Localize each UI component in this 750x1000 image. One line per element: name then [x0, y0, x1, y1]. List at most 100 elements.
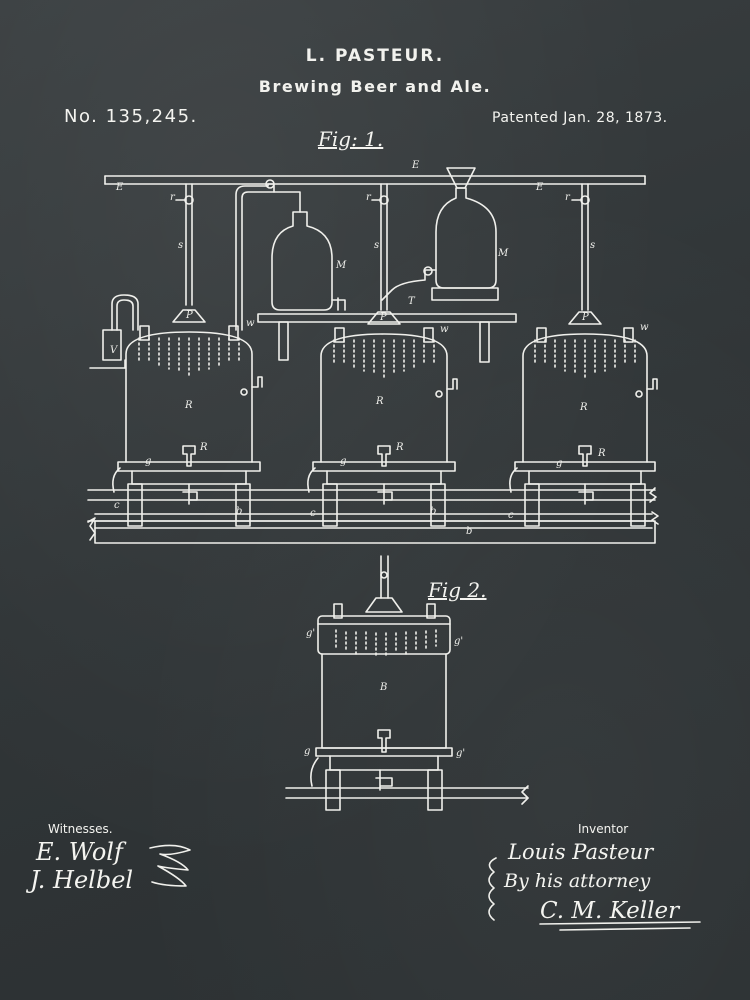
vat-1-base-plate	[118, 462, 260, 471]
inventor-label: Inventor	[578, 822, 629, 836]
vat-2	[308, 312, 457, 526]
vat-3-stand	[529, 471, 641, 484]
vat-3	[510, 312, 657, 526]
inventor-name-heading: L. PASTEUR.	[305, 46, 445, 66]
bottle-m-right	[382, 168, 498, 300]
label-fig2-b: B	[380, 682, 388, 693]
label-sprinkler-p3: P	[582, 312, 589, 323]
figure-1-label: Fig: 1.	[318, 127, 384, 151]
vat-1-gauge	[241, 389, 247, 395]
bent-pipe	[236, 180, 300, 330]
label-valve-r1: r	[170, 192, 175, 203]
vat-2-sprinkler	[368, 312, 400, 324]
label-b3: b	[430, 506, 437, 517]
vat-2-body	[321, 334, 447, 462]
label-device-v: V	[110, 345, 118, 356]
label-tap-r3: R	[598, 448, 606, 459]
vat-2-base-plate	[313, 462, 455, 471]
vertical-pipe-3	[572, 184, 589, 310]
label-g3: g	[556, 458, 563, 469]
label-pipe-e-top: E	[412, 160, 420, 171]
label-valve-r3: r	[565, 192, 570, 203]
label-w2: w	[440, 324, 449, 335]
vertical-pipe-2	[372, 184, 388, 310]
label-sprinkler-p2: P	[380, 312, 387, 323]
vat-3-leg-left	[525, 484, 539, 526]
label-b2: b	[466, 526, 473, 537]
label-pipe-e-right: E	[536, 182, 544, 193]
figure-1-apparatus	[88, 168, 658, 543]
vat-group	[113, 310, 657, 526]
vat-3-vent-right	[624, 328, 633, 342]
label-pipe-s3: s	[590, 240, 596, 251]
vat-3-sprinkler	[569, 312, 601, 324]
label-pipe-s2: s	[374, 240, 380, 251]
vat-2-handle	[447, 379, 457, 389]
vat-1-leg-right	[236, 484, 250, 526]
figure-2-label: Fig 2.	[428, 578, 487, 602]
vat-3-spray	[535, 340, 635, 377]
shelf-t	[258, 314, 516, 362]
vat-2-leg-left	[323, 484, 337, 526]
vat-2-gauge	[436, 391, 442, 397]
vat-1-leg-left	[128, 484, 142, 526]
side-device-v	[90, 295, 138, 368]
vat-2-spray	[334, 340, 434, 377]
witness-flourish	[150, 845, 190, 886]
vat-2-drain	[378, 484, 392, 504]
inventor-flourish	[489, 858, 700, 930]
label-valve-r2: r	[366, 192, 371, 203]
vat-2-tap	[378, 446, 390, 466]
vat-1	[113, 310, 262, 526]
figure-2-apparatus	[286, 556, 528, 810]
attorney-line: By his attorney	[504, 870, 651, 892]
patent-date: Patented Jan. 28, 1873.	[492, 110, 668, 126]
vat-2-vent-right	[424, 328, 433, 342]
vat-1-sprinkler	[173, 310, 205, 322]
vat-3-gauge	[636, 391, 642, 397]
label-sprinkler-p1: P	[186, 310, 193, 321]
vat-3-leg-right	[631, 484, 645, 526]
label-c1: c	[114, 500, 120, 511]
label-shelf-t: T	[408, 296, 415, 307]
label-bottle-m1: M	[336, 260, 347, 271]
vat-1-handle	[252, 377, 262, 387]
vat-1-stand	[132, 471, 246, 484]
label-pipe-e-left: E	[116, 182, 124, 193]
vat-2-leg-right	[431, 484, 445, 526]
label-fig2-g-prime-a: g'	[306, 628, 316, 639]
witness-2-signature: J. Helbel	[30, 866, 134, 894]
witness-1-signature: E. Wolf	[36, 838, 123, 866]
vertical-pipe-1	[176, 184, 193, 305]
vat-3-base-plate	[515, 462, 655, 471]
vat-1-vent-right	[229, 326, 238, 340]
vat-3-body	[523, 334, 647, 462]
label-c2: c	[310, 508, 316, 519]
attorney-signature: C. M. Keller	[540, 898, 680, 924]
vat-1-drain	[183, 484, 197, 504]
label-g2: g	[340, 456, 347, 467]
vat-3-vent-left	[537, 328, 546, 342]
label-b1: b	[236, 506, 243, 517]
label-bottle-m2: M	[498, 248, 509, 259]
witnesses-label: Witnesses.	[48, 822, 113, 836]
vat-3-tap	[579, 446, 591, 466]
label-g1: g	[145, 456, 152, 467]
label-tap-r2: R	[396, 442, 404, 453]
label-vat-r3: R	[580, 402, 588, 413]
label-fig2-g-prime-d: g'	[456, 748, 466, 759]
vat-1-spray	[139, 338, 239, 375]
vat-1-tap	[183, 446, 195, 466]
vat-3-handle	[647, 379, 657, 389]
vat-2-vent-left	[335, 328, 344, 342]
patent-number: No. 135,245.	[64, 106, 198, 127]
label-fig2-g: g	[304, 746, 311, 757]
vat-2-stand	[327, 471, 441, 484]
inventor-signature: Louis Pasteur	[508, 840, 654, 864]
label-w1: w	[246, 318, 255, 329]
label-pipe-s1: s	[178, 240, 184, 251]
vat-3-drain	[579, 484, 593, 504]
vat-1-vent-left	[140, 326, 149, 340]
label-fig2-g-prime-b: g'	[454, 636, 464, 647]
